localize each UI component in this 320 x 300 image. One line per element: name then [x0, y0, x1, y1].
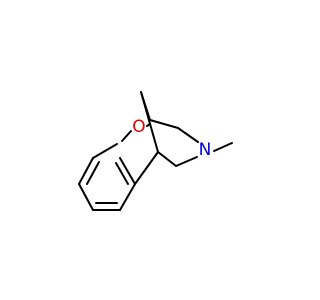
bond-ring-2: [78, 157, 94, 185]
oxygen-atom-label: O: [132, 117, 145, 137]
bond-ch2-n: [177, 127, 199, 143]
nitrogen-atom-label: N: [199, 140, 212, 160]
molecule-structure-diagram: O N: [78, 91, 233, 211]
bond-ring-5: [119, 183, 136, 211]
bond-ring-6-inner: [115, 162, 129, 185]
bond-n-methyl: [213, 142, 233, 152]
bond-ch2-n-lower: [175, 156, 198, 167]
bond-ring-6: [119, 157, 136, 185]
bicyclic-bridge: [121, 91, 233, 185]
bond-methylene-bridgehead2: [140, 91, 159, 153]
bond-ring-2-inner: [86, 161, 100, 185]
bond-ring-3: [78, 183, 94, 211]
bond-ring-1: [92, 143, 118, 159]
bond-bridgehead2-ring: [134, 151, 159, 185]
bond-c-o: [121, 130, 132, 142]
bond-bridgehead2-ch2: [157, 151, 177, 167]
benzene-ring: [78, 143, 136, 211]
bond-bridgehead-ch2: [149, 119, 179, 129]
